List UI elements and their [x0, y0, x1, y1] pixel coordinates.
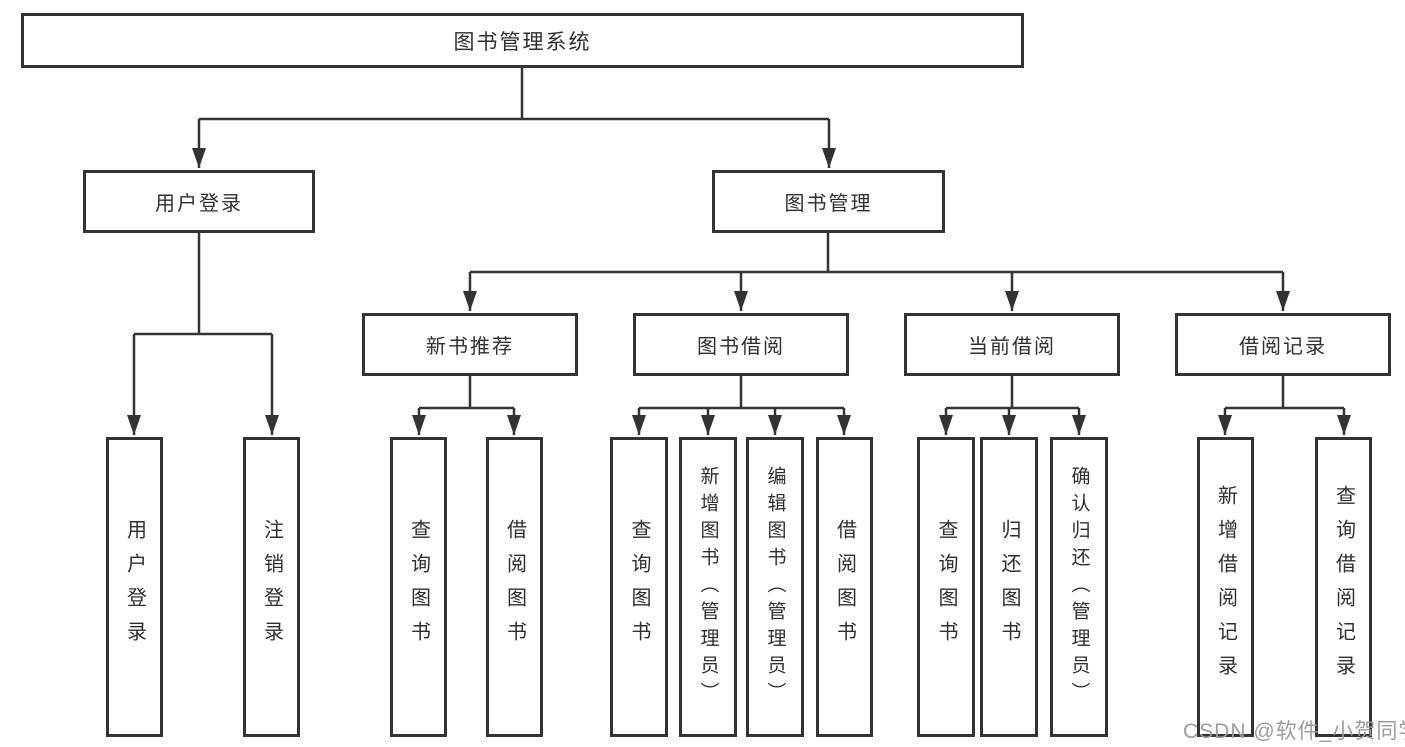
branch-user-login	[134, 233, 272, 336]
node-root: 图书管理系统	[21, 13, 1024, 68]
leaf-borrow-books-label: 借阅图书	[833, 519, 856, 655]
node-new-books: 新书推荐	[362, 313, 578, 376]
node-borrow-records-label: 借阅记录	[1239, 336, 1327, 358]
node-book-borrow: 图书借阅	[633, 313, 849, 376]
leaf-borrow-books-label: 借阅图书	[503, 519, 526, 655]
leaf-add-books-admin-label: 新增图书（管理员）	[697, 465, 719, 709]
leaf-query-books-label: 查询图书	[935, 519, 957, 655]
leaf-add-borrow-record-label: 新增借阅记录	[1214, 485, 1237, 689]
node-book-borrow-label: 图书借阅	[697, 336, 785, 358]
leaf-user-login: 用户登录	[106, 437, 163, 737]
leaf-edit-books-admin-label: 编辑图书（管理员）	[764, 465, 786, 709]
leaf-query-books: 查询图书	[390, 437, 447, 737]
leaf-query-books-label: 查询图书	[628, 519, 650, 655]
branch-current-borrow	[946, 376, 1079, 410]
leaf-logout: 注销登录	[243, 437, 300, 737]
leaf-query-borrow-record-label: 查询借阅记录	[1332, 485, 1355, 689]
branch-book-management	[470, 233, 1283, 274]
node-current-borrow: 当前借阅	[904, 313, 1120, 376]
leaf-user-login-label: 用户登录	[123, 519, 146, 655]
leaf-confirm-return-admin-label: 确认归还（管理员）	[1068, 465, 1090, 709]
node-user-login-label: 用户登录	[155, 193, 243, 215]
leaf-edit-books-admin: 编辑图书（管理员）	[746, 437, 804, 737]
branch-borrow-records	[1225, 376, 1344, 410]
leaf-query-borrow-record: 查询借阅记录	[1315, 437, 1372, 737]
leaf-borrow-books: 借阅图书	[816, 437, 873, 737]
node-book-management-label: 图书管理	[784, 193, 873, 215]
branch-root	[199, 68, 829, 121]
node-root-label: 图书管理系统	[453, 30, 592, 54]
branch-new-books	[419, 376, 514, 410]
leaf-add-books-admin: 新增图书（管理员）	[679, 437, 737, 737]
leaf-query-books: 查询图书	[917, 437, 975, 737]
leaf-query-books-label: 查询图书	[407, 519, 430, 655]
leaf-query-books: 查询图书	[610, 437, 668, 737]
node-new-books-label: 新书推荐	[426, 336, 514, 358]
leaf-borrow-books: 借阅图书	[486, 437, 543, 737]
node-current-borrow-label: 当前借阅	[968, 336, 1056, 358]
node-book-management: 图书管理	[712, 170, 945, 233]
node-borrow-records: 借阅记录	[1175, 313, 1391, 376]
node-user-login: 用户登录	[83, 170, 315, 233]
leaf-return-books: 归还图书	[980, 437, 1038, 737]
leaf-return-books-label: 归还图书	[998, 519, 1020, 655]
leaf-confirm-return-admin: 确认归还（管理员）	[1050, 437, 1108, 737]
leaf-add-borrow-record: 新增借阅记录	[1197, 437, 1254, 737]
branch-book-borrow	[639, 376, 844, 410]
leaf-logout-label: 注销登录	[260, 519, 283, 655]
watermark: CSDN @软件_小贺同学	[1183, 720, 1405, 743]
